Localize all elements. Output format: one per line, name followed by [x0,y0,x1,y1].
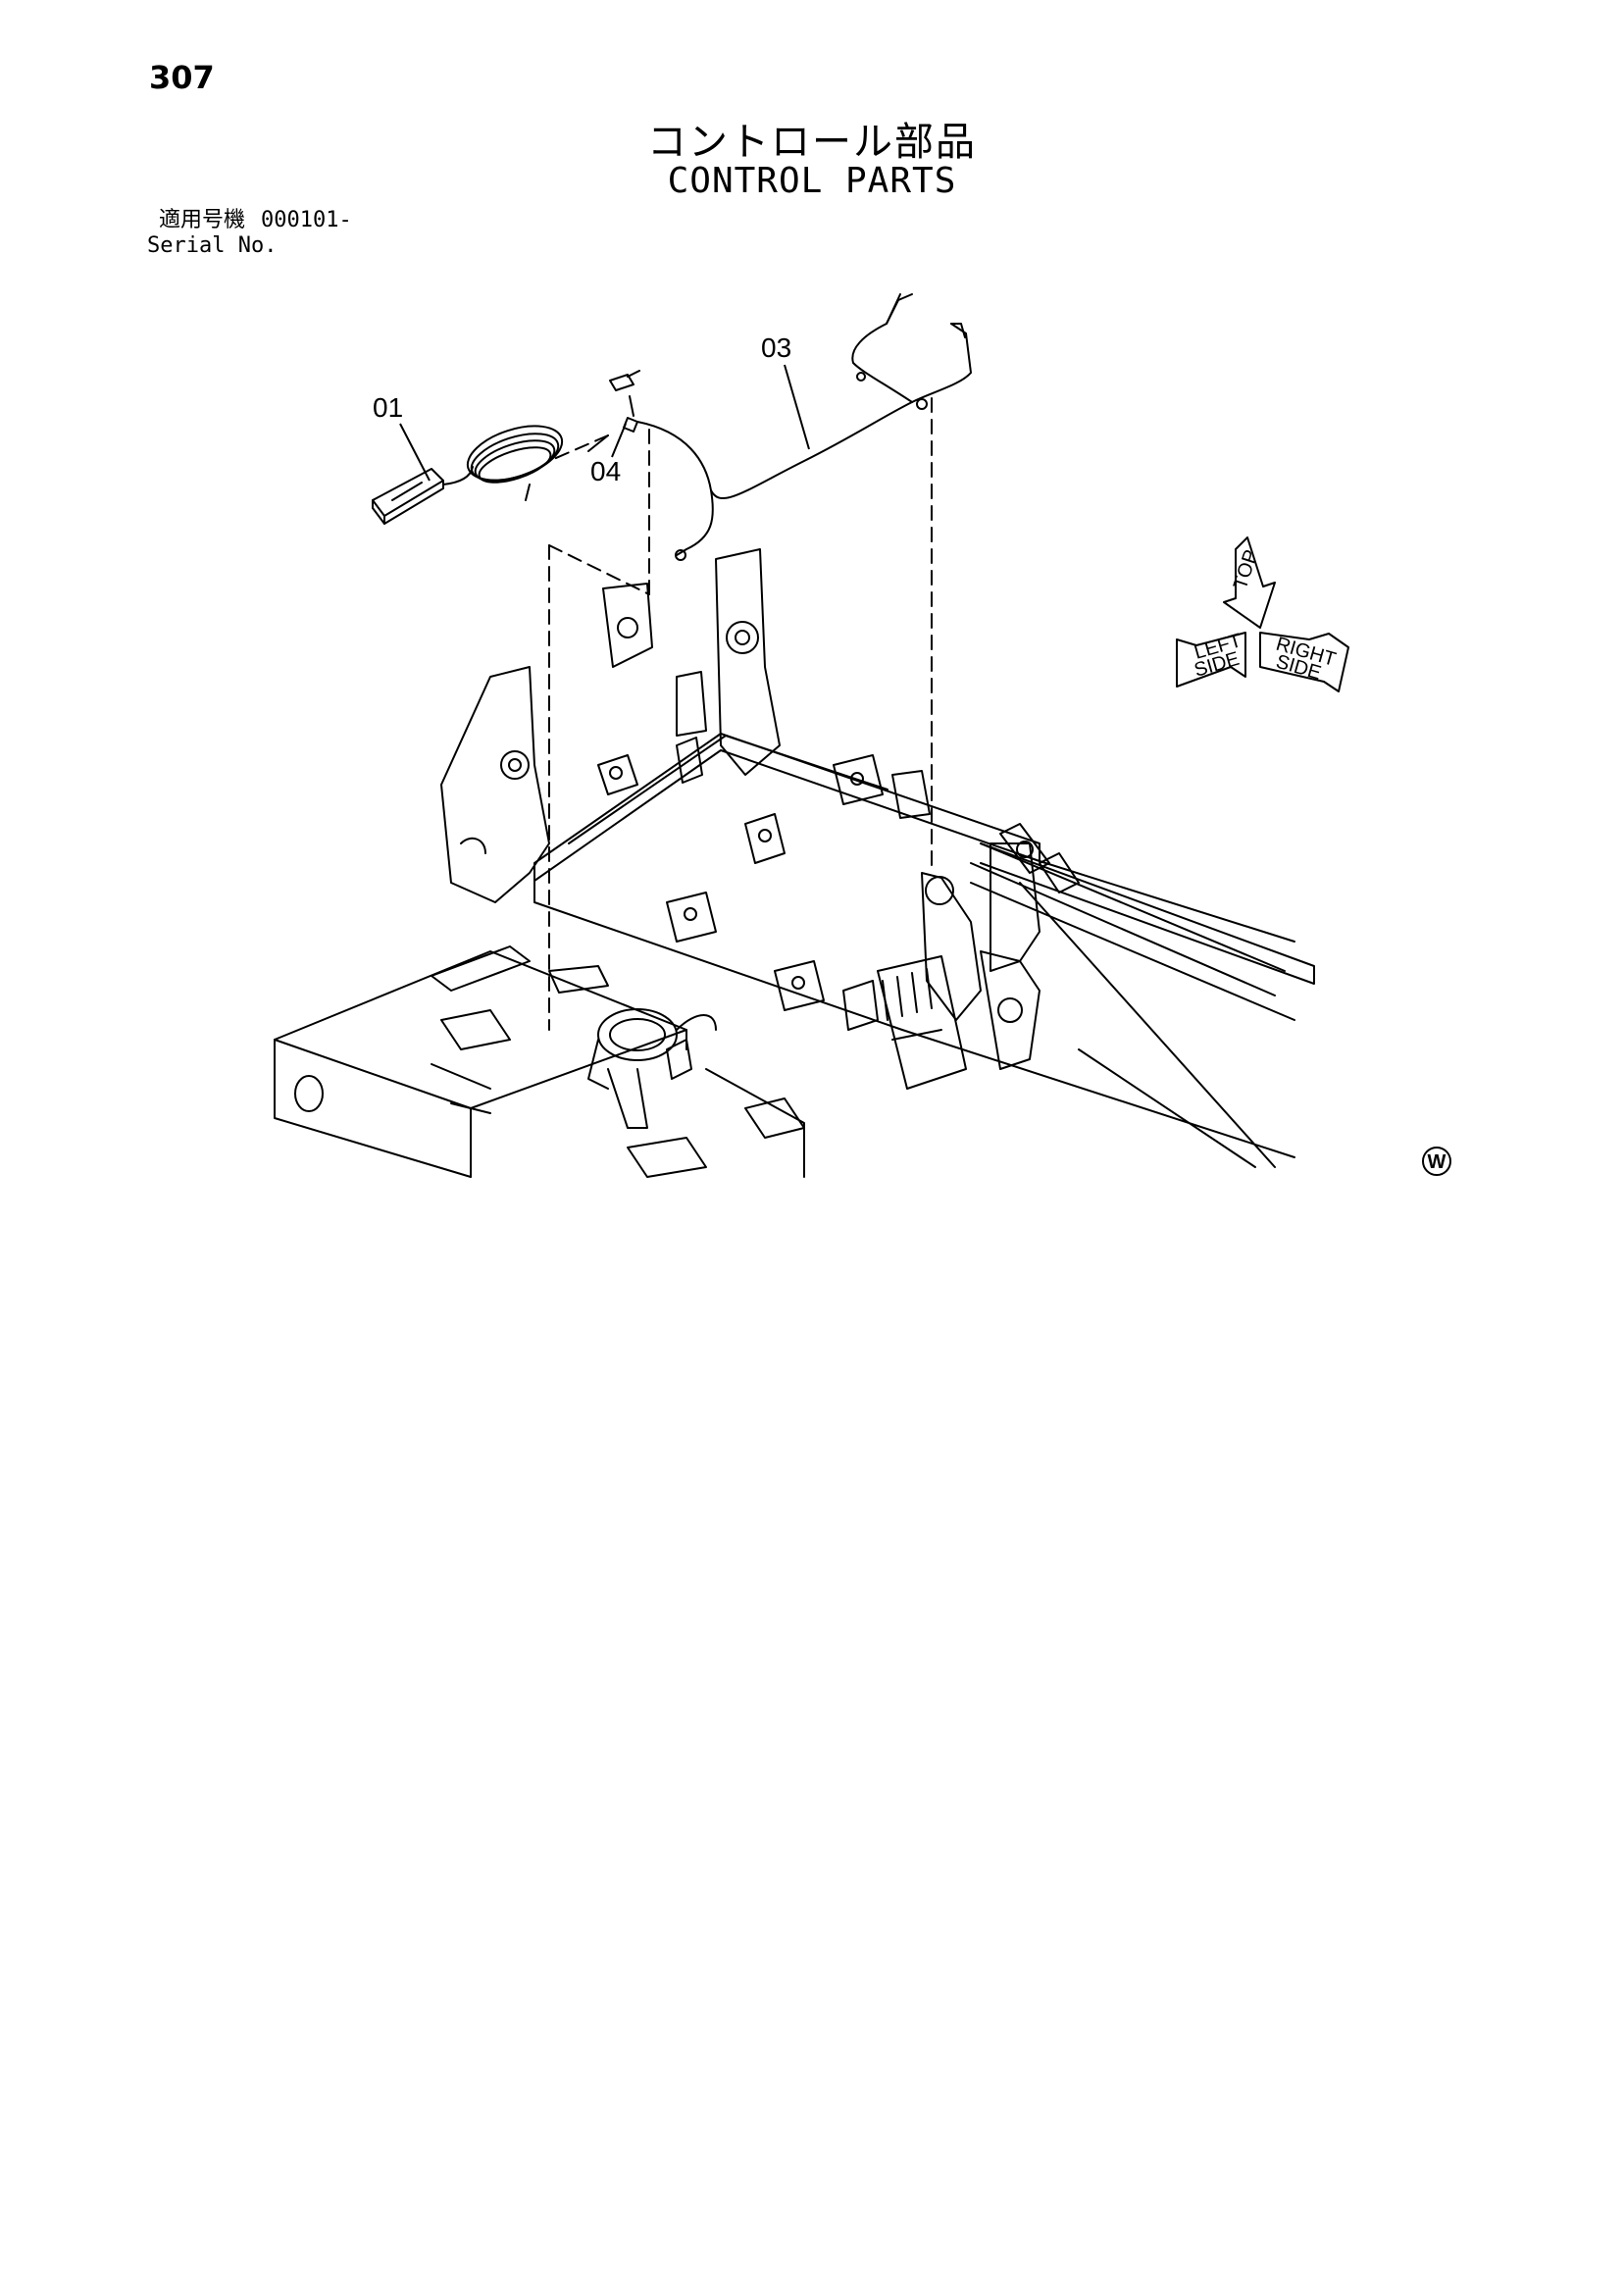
callout-04-leader [611,423,627,458]
page-number: 307 [149,59,215,96]
callout-03-leader [784,364,810,450]
callout-04: 04 [590,456,621,486]
watermark-letter: W [1428,1151,1446,1173]
arrow-top-icon [1223,536,1276,629]
arrow-left-icon [1176,632,1246,688]
frame-brackets [440,548,1040,1070]
serial-value: 000101- [261,208,352,232]
page-title-en: CONTROL PARTS [667,161,957,201]
watermark-w: W [1422,1147,1451,1176]
part-03-harness [636,293,972,561]
serial-label-jp: 適用号機 [159,208,246,232]
hydraulic-assembly [548,965,717,1129]
part-04-connector [587,370,640,452]
direction-indicator: TOP LEFT SIDE RIGHT SIDE [1176,536,1349,692]
base-frame [274,945,805,1178]
callout-01-leader [399,423,431,482]
serial-label-en: Serial No. [147,233,278,258]
frame-deck [533,733,1315,1168]
serial-block: 適用号機 000101- Serial No. [147,208,352,259]
page-title-jp: コントロール部品 [647,120,977,165]
circle-w-icon [1422,1147,1451,1176]
right-rails [970,823,1295,1021]
arrow-right-icon [1259,632,1349,692]
callouts: 01 03 04 [373,332,810,486]
callout-03: 03 [761,332,791,363]
part-01-controller [372,425,564,525]
valve-bank [877,955,967,1090]
deck-tabs [597,737,931,1031]
callout-01: 01 [373,392,403,423]
